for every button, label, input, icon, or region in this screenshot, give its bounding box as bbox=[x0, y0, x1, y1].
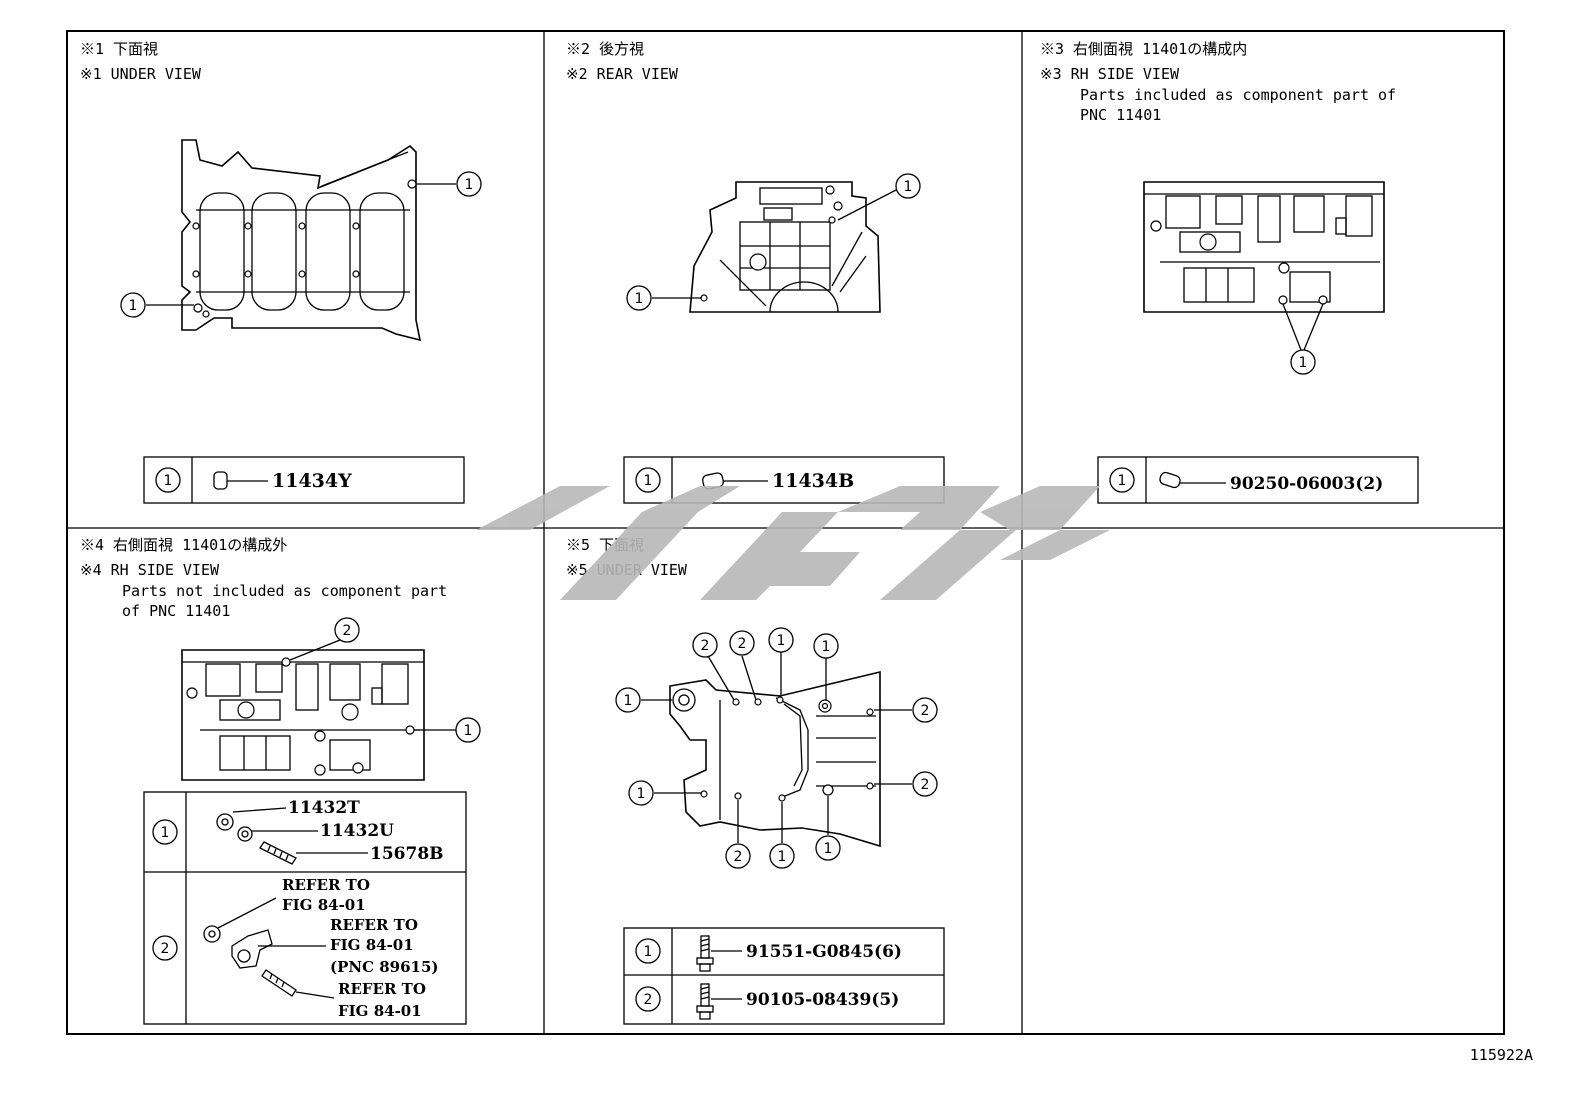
svg-text:1: 1 bbox=[1299, 355, 1308, 371]
svg-text:1: 1 bbox=[644, 944, 653, 960]
refer-text: (PNC 89615) bbox=[330, 958, 439, 976]
watermark-logo bbox=[476, 486, 1110, 600]
refer-text: REFER TO bbox=[282, 876, 370, 894]
callout-1: 1 bbox=[769, 843, 795, 869]
part-number: 11434Y bbox=[272, 470, 352, 492]
refer-text: FIG 84-01 bbox=[282, 896, 366, 914]
panel1-title-jp: ※1 下面視 bbox=[80, 40, 158, 58]
part-number: 11432T bbox=[288, 798, 360, 818]
svg-text:1: 1 bbox=[644, 473, 653, 489]
callout-1: 1 bbox=[1290, 349, 1316, 375]
panel4-parts-table: 1 2 11432T 11432U 15678B REFER TO FIG 84… bbox=[143, 791, 467, 1025]
svg-text:1: 1 bbox=[777, 633, 786, 649]
callout-2: 2 bbox=[912, 771, 938, 797]
panel4-engine-block-side bbox=[181, 639, 456, 781]
panel3-note-line2: PNC 11401 bbox=[1080, 106, 1161, 124]
panel3-title-jp: ※3 右側面視 11401の構成内 bbox=[1040, 40, 1247, 58]
callout-1: 1 bbox=[626, 285, 652, 311]
panel1-parts-table: 1 11434Y bbox=[143, 456, 465, 504]
part-number: 11434B bbox=[772, 470, 854, 492]
refer-text: FIG 84-01 bbox=[338, 1002, 422, 1020]
stud-bolt-icon bbox=[259, 841, 297, 865]
flange-bolt-icon bbox=[696, 935, 714, 972]
panel3-note-line1: Parts included as component part of bbox=[1080, 86, 1396, 104]
oil-pressure-switch-icon bbox=[203, 925, 221, 943]
callout-1: 1 bbox=[815, 835, 841, 861]
callout-1: 1 bbox=[813, 633, 839, 659]
callout-1: 1 bbox=[456, 171, 482, 197]
panel5-lower-case-under bbox=[641, 652, 912, 848]
svg-text:2: 2 bbox=[921, 703, 930, 719]
panel1-title-en: ※1 UNDER VIEW bbox=[80, 65, 202, 83]
callout-1: 1 bbox=[615, 687, 641, 713]
panel2-parts-table: 1 11434B bbox=[623, 456, 945, 504]
svg-text:1: 1 bbox=[465, 177, 474, 193]
svg-text:1: 1 bbox=[778, 849, 787, 865]
callout-2: 2 bbox=[692, 632, 718, 658]
part-number: 90250-06003(2) bbox=[1230, 474, 1383, 494]
svg-text:1: 1 bbox=[164, 473, 173, 489]
panel3-parts-table: 1 90250-06003(2) bbox=[1097, 456, 1419, 504]
panel2-title-en: ※2 REAR VIEW bbox=[566, 65, 679, 83]
svg-text:2: 2 bbox=[161, 941, 170, 957]
svg-text:1: 1 bbox=[1118, 473, 1127, 489]
panel4-title-en: ※4 RH SIDE VIEW bbox=[80, 561, 220, 579]
part-number: 11432U bbox=[320, 821, 394, 841]
callout-1: 1 bbox=[768, 627, 794, 653]
svg-text:1: 1 bbox=[464, 723, 473, 739]
svg-text:2: 2 bbox=[644, 992, 653, 1008]
svg-text:2: 2 bbox=[738, 636, 747, 652]
svg-text:1: 1 bbox=[624, 693, 633, 709]
svg-text:1: 1 bbox=[635, 291, 644, 307]
callout-2: 2 bbox=[912, 697, 938, 723]
plug-icon bbox=[216, 813, 234, 831]
svg-text:1: 1 bbox=[822, 639, 831, 655]
part-number: 15678B bbox=[370, 844, 444, 864]
gasket-icon bbox=[237, 826, 253, 842]
svg-text:2: 2 bbox=[701, 638, 710, 654]
panel4-title-jp: ※4 右側面視 11401の構成外 bbox=[80, 536, 287, 554]
panel5-parts-table: 1 2 91551-G0845(6) 90105-08439(5) bbox=[623, 927, 945, 1025]
callout-2: 2 bbox=[725, 843, 751, 869]
refer-text: REFER TO bbox=[330, 916, 418, 934]
svg-text:2: 2 bbox=[921, 777, 930, 793]
callout-1: 1 bbox=[895, 173, 921, 199]
callout-1: 1 bbox=[455, 717, 481, 743]
svg-text:1: 1 bbox=[637, 786, 646, 802]
svg-text:2: 2 bbox=[734, 849, 743, 865]
panel1-engine-block-under bbox=[146, 139, 456, 342]
refer-text: FIG 84-01 bbox=[330, 936, 414, 954]
callout-1: 1 bbox=[628, 780, 654, 806]
callout-1: 1 bbox=[120, 292, 146, 318]
panel2-engine-block-rear bbox=[652, 181, 897, 313]
svg-text:2: 2 bbox=[343, 623, 352, 639]
callout-2: 2 bbox=[334, 617, 360, 643]
sensor-stud-icon bbox=[261, 969, 297, 997]
refer-text: REFER TO bbox=[338, 980, 426, 998]
callout-2: 2 bbox=[729, 630, 755, 656]
svg-text:1: 1 bbox=[824, 841, 833, 857]
svg-text:1: 1 bbox=[904, 179, 913, 195]
dowel-pin-icon bbox=[213, 471, 228, 490]
flange-bolt-icon bbox=[696, 983, 714, 1020]
panel4-note-line1: Parts not included as component part bbox=[122, 582, 447, 600]
svg-text:1: 1 bbox=[161, 825, 170, 841]
panel2-title-jp: ※2 後方視 bbox=[566, 40, 644, 58]
panel4-note-line2: of PNC 11401 bbox=[122, 602, 230, 620]
knock-sensor-icon bbox=[231, 929, 273, 969]
panel3-title-en: ※3 RH SIDE VIEW bbox=[1040, 65, 1180, 83]
figure-number: 115922A bbox=[1470, 1046, 1533, 1064]
part-number: 90105-08439(5) bbox=[746, 990, 899, 1010]
svg-text:1: 1 bbox=[129, 298, 138, 314]
part-number: 91551-G0845(6) bbox=[746, 942, 902, 962]
panel3-engine-block-side bbox=[1143, 181, 1385, 351]
dowel-pin-icon bbox=[1159, 471, 1181, 489]
